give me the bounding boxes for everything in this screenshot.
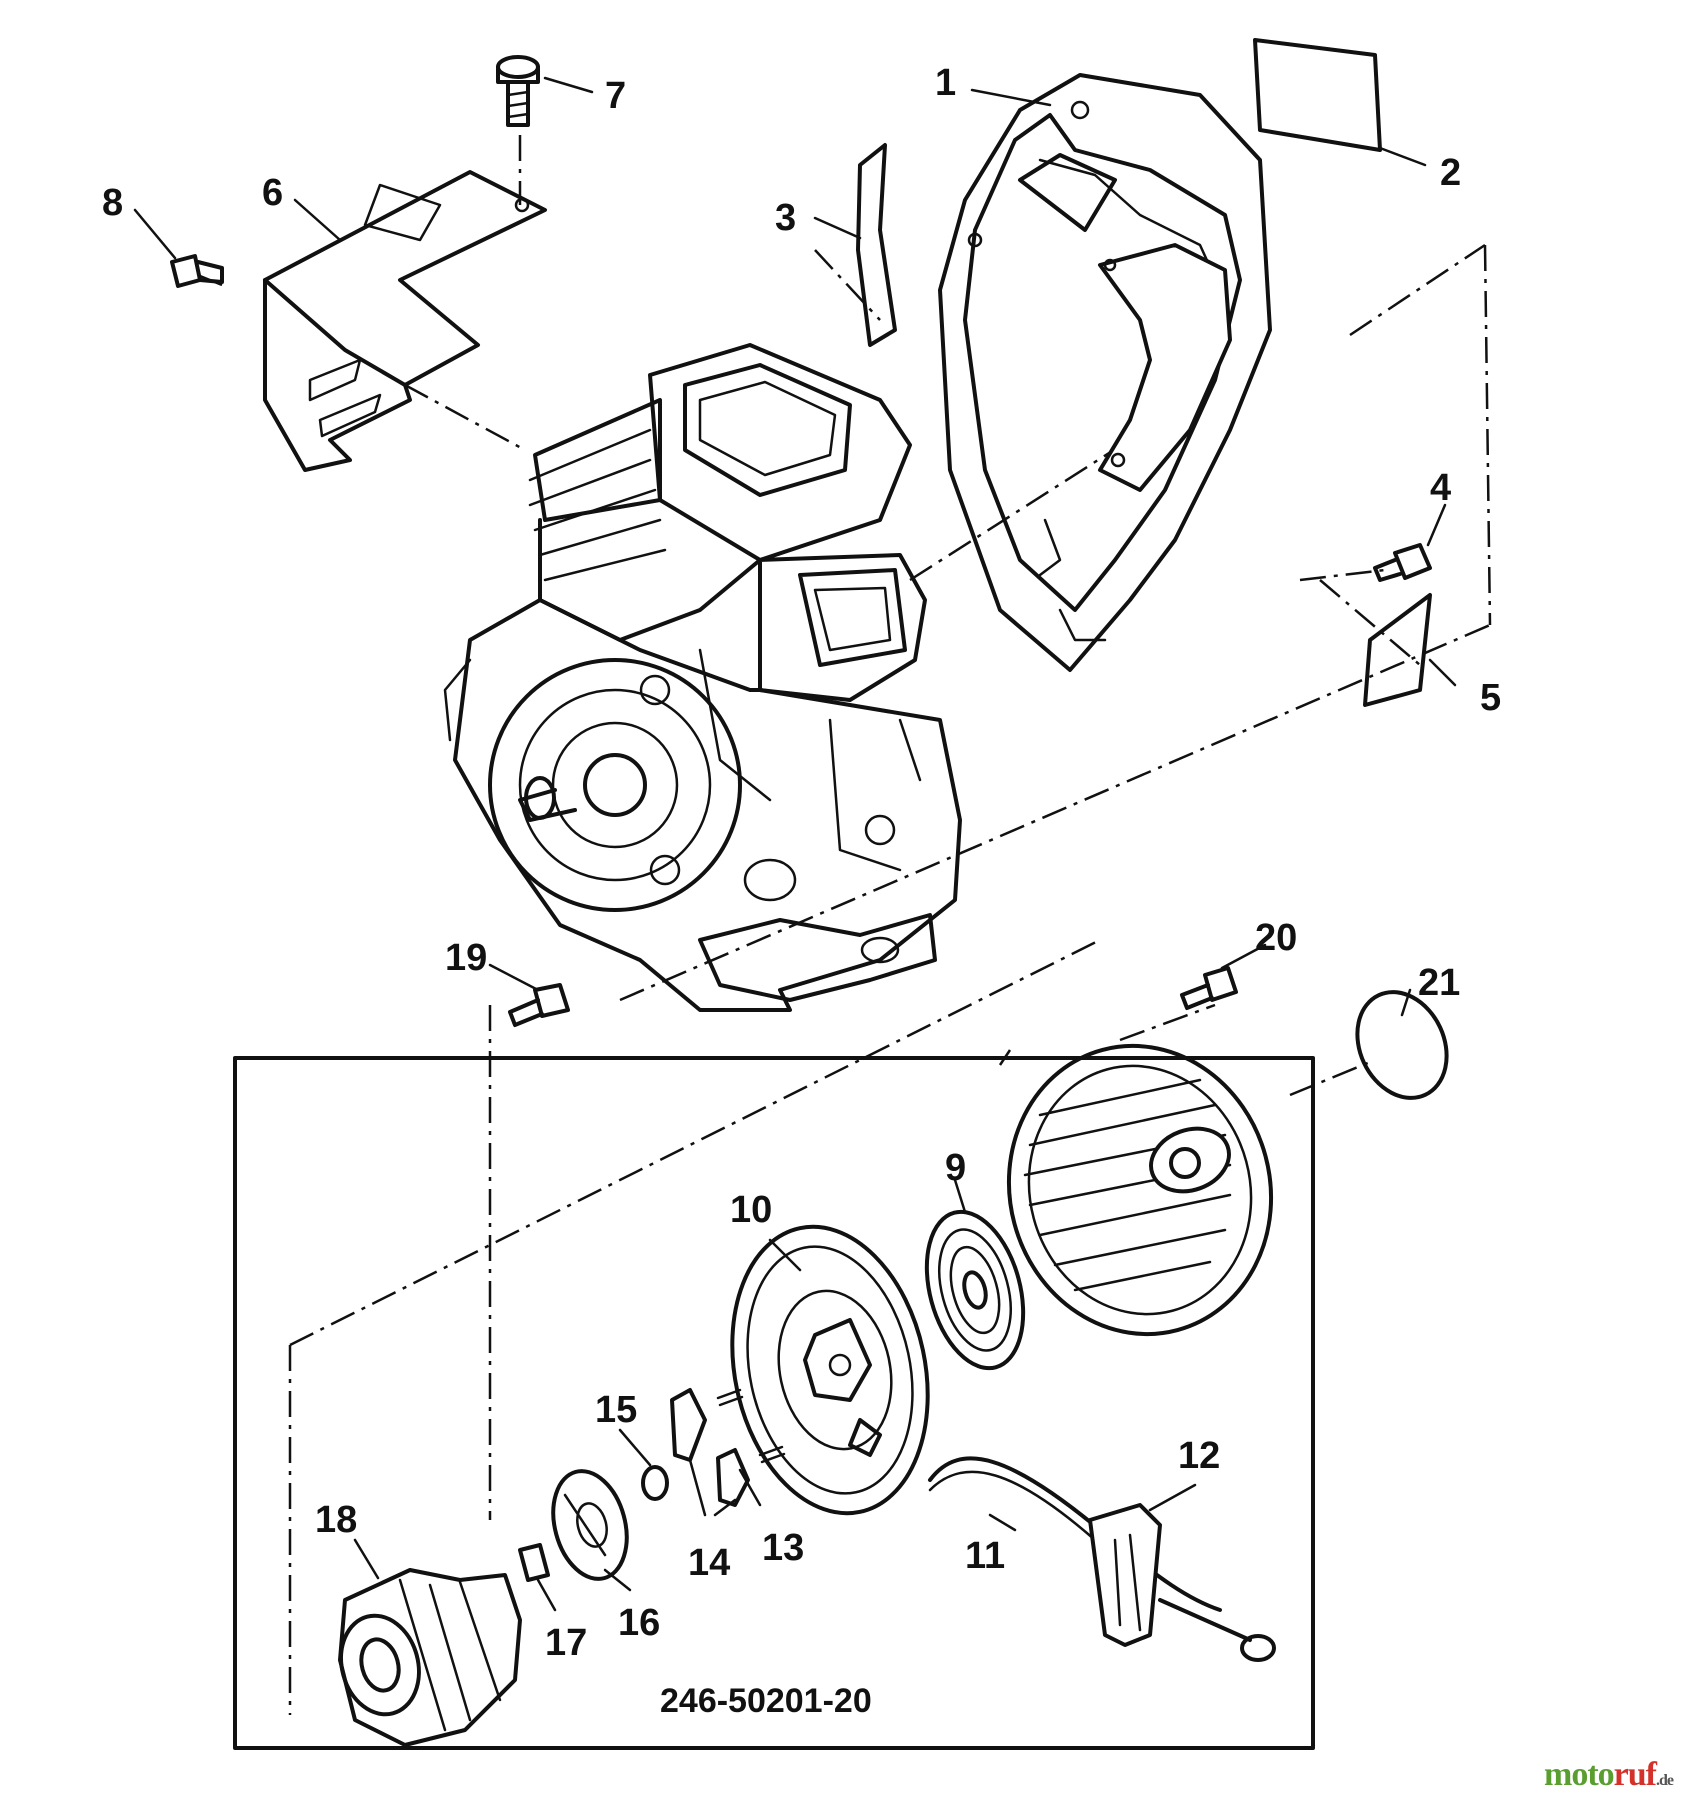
engine-block [443,343,962,1012]
round-decal [1355,990,1449,1100]
watermark-part-3: .de [1656,1772,1674,1789]
fan-housing [938,73,1272,672]
starter-cover [1006,1043,1274,1337]
callout-5: 5 [1480,677,1501,719]
leader-lines [133,76,1457,1612]
recoil-spring-part [924,1209,1026,1371]
callout-4: 4 [1430,467,1451,509]
callout-11: 11 [965,1535,1005,1577]
callout-21: 21 [1418,962,1460,1004]
callout-20: 20 [1255,917,1297,959]
callout-9: 9 [945,1147,966,1189]
callout-10: 10 [730,1189,772,1231]
center-screw [518,1543,550,1582]
label-plate [1253,38,1382,152]
callout-8: 8 [102,182,123,224]
starter-pulley [338,1568,522,1747]
callout-13: 13 [762,1527,804,1569]
recoil-reel-part [730,1224,930,1516]
side-bolt-part [170,254,224,288]
decal-plate [1363,593,1432,707]
callout-16: 16 [618,1602,660,1644]
ratchet-hardware [641,1388,786,1507]
callout-1: 1 [935,62,956,104]
watermark-part-2: ruf [1613,1756,1657,1793]
small-bolt-part [1373,543,1432,582]
callout-7: 7 [605,75,626,117]
callout-17: 17 [545,1622,587,1664]
starter-bolt-part [508,983,570,1027]
callout-15: 15 [595,1389,637,1431]
callout-18: 18 [315,1499,357,1541]
ratchet-plate [551,1469,629,1581]
callout-12: 12 [1178,1435,1220,1477]
callout-2: 2 [1440,152,1461,194]
site-watermark: motoruf.de [1544,1756,1674,1794]
watermark-part-1: moto [1544,1756,1615,1793]
cover-strip [856,143,897,347]
callout-14: 14 [688,1542,730,1584]
callout-6: 6 [262,172,283,214]
bracket-part [263,170,547,472]
callout-labels: 1 2 3 4 5 6 7 8 9 10 11 12 13 14 15 16 1… [102,62,1501,1720]
starter-cover-bolt-part [1180,966,1238,1010]
recoil-starter-assembly-frame [233,1056,1315,1750]
callout-19: 19 [445,937,487,979]
assembly-part-code: 246-50201-20 [660,1682,872,1720]
bolt-part [496,55,540,127]
starter-rope-handle [928,1456,1276,1662]
callout-3: 3 [775,197,796,239]
